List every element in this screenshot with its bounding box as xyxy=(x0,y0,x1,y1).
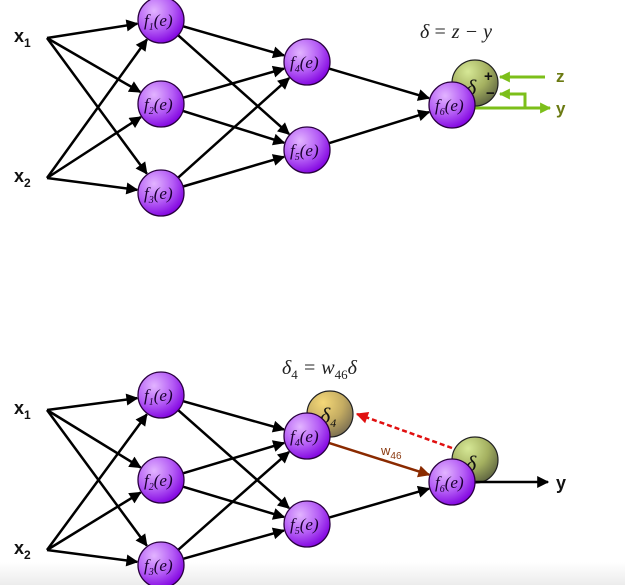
neuron-circle xyxy=(137,80,185,128)
neuron-f3: f3(e) xyxy=(137,169,185,217)
neuron-f1: f1(e) xyxy=(137,0,185,44)
bottom-input-x2: x2 xyxy=(14,538,31,562)
neuron-label: f3(e) xyxy=(144,556,173,578)
neuron-label: f5(e) xyxy=(290,515,319,537)
plus-sign: + xyxy=(484,68,493,85)
neuron-label: f4(e) xyxy=(290,53,319,75)
neuron-circle xyxy=(428,458,476,506)
top-formula: δ= z − y xyxy=(420,21,492,43)
neuron-f2: f2(e) xyxy=(137,80,185,128)
neuron-f6: f6(e) xyxy=(428,458,476,506)
edge-x2-f3 xyxy=(46,176,139,195)
target-z-label: z xyxy=(556,67,565,86)
edge-f4-f6 xyxy=(328,441,431,478)
edge-x2-f1 xyxy=(45,413,148,551)
bottom-neurons: f1(e) f2(e) f3(e) f4(e) f5(e) f6(e) xyxy=(137,371,476,585)
neuron-f1: f1(e) xyxy=(137,371,185,419)
neuron-circle xyxy=(283,38,331,86)
edge-x2-f3 xyxy=(46,548,139,567)
neuron-f3: f3(e) xyxy=(137,541,185,585)
neuron-label: f4(e) xyxy=(290,427,319,449)
edge-f3-f5 xyxy=(182,527,286,560)
edge-x2-f2 xyxy=(46,491,142,552)
top-input-x2: x2 xyxy=(14,166,31,190)
edge-x1-f1 xyxy=(46,19,139,40)
top-neurons: f1(e) f2(e) f3(e) f4(e) f5(e) f6(e) xyxy=(137,0,476,217)
delta4-symbol: δ4 xyxy=(320,403,336,430)
top-input-x1: x1 xyxy=(14,26,31,50)
edge-f2-f4 xyxy=(182,65,286,99)
edge-x1-f2 xyxy=(46,408,142,469)
edge-f4-f6 xyxy=(328,67,431,101)
neuron-circle xyxy=(137,0,185,44)
neuron-label: f1(e) xyxy=(144,11,173,33)
top-network: x1 x2 δ= z − y δ + − z y f1(e) f2(e) f3(e)… xyxy=(14,0,566,217)
neuron-f5: f5(e) xyxy=(283,126,331,174)
edge-f1-f4 xyxy=(182,400,286,433)
neuron-circle xyxy=(428,81,476,129)
minus-sign: − xyxy=(486,85,495,102)
bottom-formula: δ4 = w46δ xyxy=(282,357,358,382)
bottom-input-x1: x1 xyxy=(14,398,31,422)
edge-f2-f4 xyxy=(182,440,286,475)
neuron-circle xyxy=(137,371,185,419)
edge-f1-f4 xyxy=(182,25,286,59)
neuron-f4: f4(e) xyxy=(283,412,331,460)
top-green-arrows xyxy=(475,71,552,114)
edge-x1-f2 xyxy=(46,36,142,94)
neuron-f5: f5(e) xyxy=(283,500,331,548)
neuron-f6: f6(e) xyxy=(428,81,476,129)
neuron-f2: f2(e) xyxy=(137,456,185,504)
neuron-label: f3(e) xyxy=(144,184,173,206)
neuron-label: f1(e) xyxy=(144,386,173,408)
neuron-label: f2(e) xyxy=(144,95,173,117)
neuron-circle xyxy=(137,456,185,504)
top-edges xyxy=(45,19,431,195)
edge-f5-f6 xyxy=(328,109,431,145)
neuron-circle xyxy=(283,500,331,548)
bottom-edges xyxy=(45,393,431,567)
output-y-label: y xyxy=(556,99,566,118)
edge-f3-f4 xyxy=(177,77,291,179)
neuron-circle xyxy=(137,169,185,217)
neuron-label: f5(e) xyxy=(290,141,319,163)
neuron-f4: f4(e) xyxy=(283,38,331,86)
output-feedback-arrow xyxy=(475,88,527,110)
edge-f1-f5 xyxy=(177,34,290,135)
weight-w46-label: w46 xyxy=(380,443,402,462)
bottom-network: x1 x2 δ4 = w46δ δ4 δ w46 y f1(e) f2(e) f3(… xyxy=(14,357,566,585)
error-delta-symbol: δ xyxy=(466,75,477,100)
neuron-circle xyxy=(283,412,331,460)
bottom-output-y-label: y xyxy=(556,473,566,493)
edge-x1-f3 xyxy=(45,37,148,175)
backprop-dashed-arrow xyxy=(355,411,453,450)
edge-x2-f1 xyxy=(45,38,148,179)
edge-x1-f3 xyxy=(45,409,148,547)
neuron-label: f6(e) xyxy=(435,473,464,495)
neuron-label: f6(e) xyxy=(435,96,464,118)
neuron-circle xyxy=(137,541,185,585)
edge-f3-f4 xyxy=(177,450,290,551)
neuron-circle xyxy=(283,126,331,174)
edge-x2-f2 xyxy=(46,116,142,180)
edge-x1-f1 xyxy=(46,393,139,412)
edge-f3-f5 xyxy=(182,154,286,188)
neuron-label: f2(e) xyxy=(144,471,173,493)
edge-f5-f6 xyxy=(328,485,431,519)
delta-symbol: δ xyxy=(466,451,477,476)
